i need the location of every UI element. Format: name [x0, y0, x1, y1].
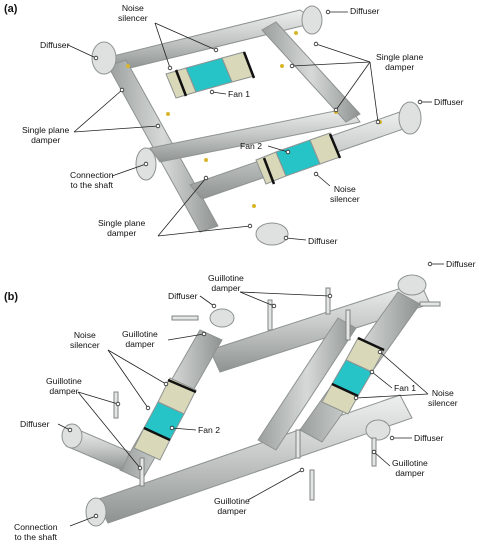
leader-lines [57, 9, 444, 527]
label-a-single-plane-damper-right: Single plane damper [376, 52, 424, 72]
label-a-diffuser-bottom: Diffuser [308, 236, 338, 246]
diffuser-b-top-left [209, 308, 235, 328]
label-b-fan-1: Fan 1 [394, 383, 416, 393]
label-a-diffuser-left: Diffuser [40, 40, 70, 50]
diffuser-a-bottom [255, 222, 289, 246]
label-b-guillotine-upper-left: Guillotine damper [122, 329, 158, 349]
guillotine-plates-b [113, 287, 441, 501]
panel-b-tag: (b) [4, 291, 19, 303]
label-b-fan-2: Fan 2 [198, 425, 220, 435]
diffuser-a-right [398, 101, 422, 135]
label-b-diffuser-left: Diffuser [20, 419, 50, 429]
label-a-fan-1: Fan 1 [228, 89, 250, 99]
diffuser-a-left [91, 41, 117, 75]
label-b-diffuser-right: Diffuser [414, 433, 444, 443]
label-a-single-plane-damper-left: Single plane damper [22, 125, 70, 145]
label-b-connection: Connection to the shaft [14, 522, 58, 542]
panel-a-drawing [91, 5, 422, 246]
label-b-guillotine-bottom: Guillotine damper [214, 496, 250, 516]
duct-b-middle [257, 317, 357, 451]
label-a-noise-silencer-top: Noise silencer [118, 3, 148, 23]
diffuser-a-top-right [301, 5, 323, 35]
label-b-diffuser-top-left: Diffuser [168, 291, 198, 301]
duct-a-right [261, 21, 361, 123]
label-b-guillotine-left: Guillotine damper [46, 376, 82, 396]
label-b-noise-silencer-right: Noise silencer [428, 388, 458, 408]
diffuser-b-left [61, 423, 83, 449]
label-b-guillotine-right: Guillotine damper [392, 458, 428, 478]
label-b-guillotine-top: Guillotine damper [208, 273, 244, 293]
band-b-left-2 [143, 426, 171, 442]
label-a-diffuser-top-right: Diffuser [350, 6, 380, 16]
diffuser-b-top-right [397, 274, 427, 296]
label-b-diffuser-top-right: Diffuser [446, 259, 476, 269]
diffuser-b-right [365, 419, 391, 441]
panel-a-tag: (a) [4, 3, 18, 15]
label-b-noise-silencer-left: Noise silencer [70, 330, 100, 350]
band-b-right-1 [357, 336, 385, 352]
connection-b [85, 497, 107, 527]
band-a2-right [328, 133, 342, 159]
panel-b-drawing [61, 274, 441, 527]
band-b-right-2 [331, 382, 359, 398]
band-a1-left [174, 69, 188, 97]
label-a-connection: Connection to the shaft [70, 170, 114, 190]
label-a-noise-silencer-right: Noise silencer [330, 184, 360, 204]
label-a-diffuser-right: Diffuser [434, 97, 464, 107]
band-b-left-1 [167, 378, 197, 394]
label-a-fan-2: Fan 2 [240, 141, 262, 151]
label-a-single-plane-damper-bottom: Single plane damper [98, 218, 146, 238]
band-a2-left [262, 157, 276, 185]
band-a1-right [242, 51, 256, 79]
duct-a-middle [149, 107, 361, 163]
